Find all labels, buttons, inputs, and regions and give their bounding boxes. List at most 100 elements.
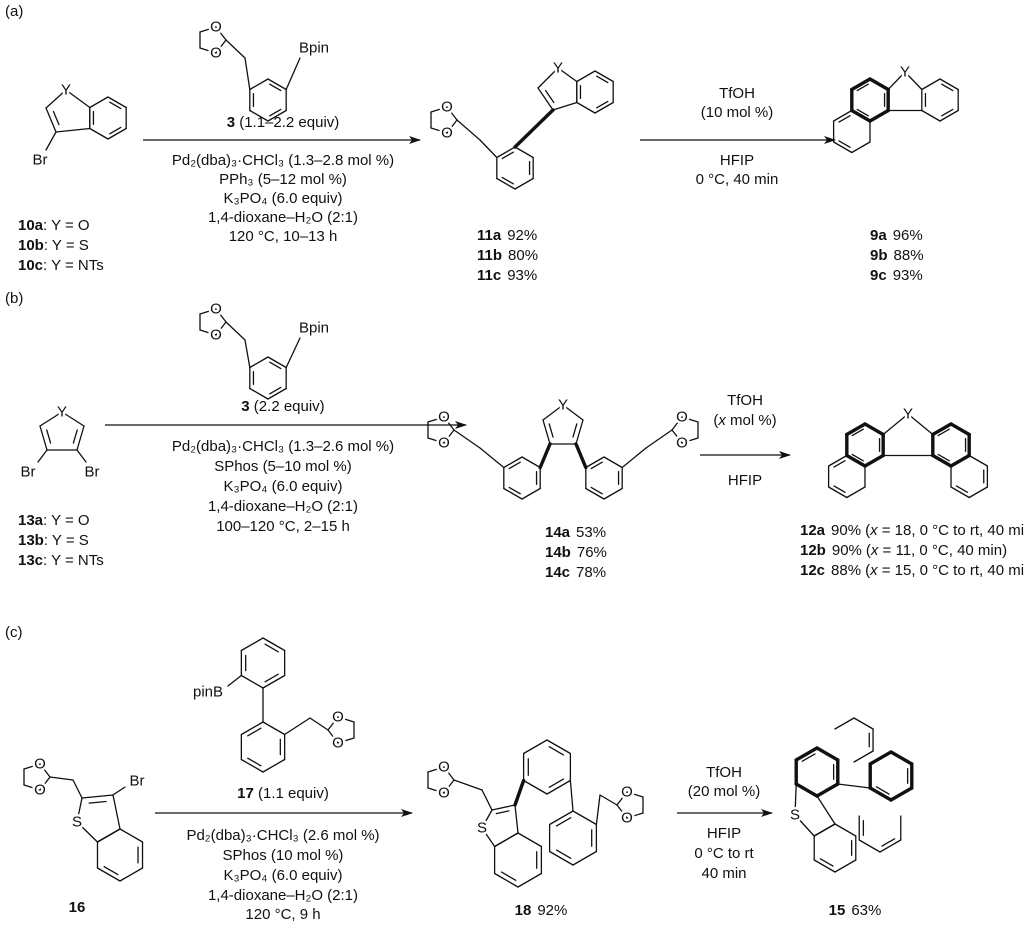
- bond: [868, 77, 890, 92]
- bond: [443, 766, 455, 781]
- bond: [45, 107, 57, 133]
- bond: [508, 486, 521, 495]
- bond: [937, 428, 950, 437]
- oxygen-atom: O: [332, 709, 344, 726]
- compound-label: 16: [69, 899, 86, 916]
- bond: [284, 717, 311, 736]
- bond: [500, 871, 517, 881]
- bond: [446, 106, 458, 121]
- atom-bpin: Bpin: [299, 40, 329, 57]
- bond: [603, 487, 623, 500]
- bond: [681, 437, 699, 444]
- bond: [247, 757, 262, 767]
- bond: [199, 26, 217, 33]
- bond: [585, 487, 605, 500]
- bond: [493, 872, 519, 888]
- bond: [542, 404, 564, 421]
- condition-line: 120 °C, 10–13 h: [229, 228, 338, 245]
- bond: [595, 794, 601, 826]
- bond: [501, 176, 514, 185]
- bond: [794, 746, 819, 762]
- oxygen-atom: O: [438, 785, 450, 802]
- atom-y: Y: [900, 64, 910, 81]
- bond: [555, 849, 572, 859]
- bond: [240, 758, 264, 773]
- bond: [853, 717, 874, 730]
- bond: [555, 817, 572, 827]
- bond: [856, 108, 869, 117]
- bond: [456, 119, 481, 141]
- condition-line: 100–120 °C, 2–15 h: [216, 518, 350, 535]
- oxygen-atom: O: [210, 301, 222, 318]
- bond: [96, 867, 121, 882]
- bond: [868, 108, 890, 123]
- atom-bpin: Bpin: [299, 320, 329, 337]
- oxygen-atom: O: [621, 810, 633, 827]
- step2-reagent: TfOH: [706, 764, 742, 781]
- reagent-label-c: 17 (1.1 equiv): [237, 785, 329, 802]
- bond: [546, 779, 572, 795]
- bond: [837, 783, 871, 789]
- bond: [548, 810, 574, 826]
- bond: [671, 416, 683, 431]
- bond: [109, 101, 122, 110]
- condition-line: SPhos (5–10 mol %): [214, 458, 352, 475]
- bond: [503, 456, 523, 469]
- condition-line: Pd₂(dba)₃·CHCl₃ (1.3–2.6 mol %): [172, 438, 394, 455]
- bond: [39, 425, 48, 451]
- bond: [834, 859, 857, 873]
- bond: [889, 750, 914, 766]
- oxygen-atom: O: [621, 784, 633, 801]
- bond: [832, 109, 853, 122]
- bond: [269, 83, 282, 92]
- bond: [119, 867, 144, 882]
- atom-y: Y: [558, 397, 568, 414]
- bond: [968, 486, 989, 499]
- bond: [795, 783, 818, 797]
- bond: [851, 141, 871, 154]
- condition-line: Pd₂(dba)₃·CHCl₃ (1.3–2.8 mol %): [172, 152, 394, 169]
- bond: [55, 127, 91, 133]
- bond: [39, 776, 51, 791]
- bond: [548, 850, 574, 866]
- bond: [514, 804, 519, 834]
- bond: [508, 461, 521, 470]
- bond: [681, 416, 699, 423]
- step2-solvent: HFIP: [707, 825, 741, 842]
- bond: [671, 429, 683, 444]
- bond: [949, 422, 971, 437]
- bond: [240, 721, 264, 736]
- bond: [427, 787, 445, 794]
- oxygen-atom: O: [441, 125, 453, 142]
- bond: [621, 447, 647, 469]
- step2-time: 40 min: [701, 865, 746, 882]
- oxygen-atom: O: [210, 19, 222, 36]
- bond: [599, 794, 618, 806]
- panel-label-c: (c): [5, 624, 23, 641]
- bond: [858, 839, 881, 853]
- bond: [215, 321, 227, 336]
- bond: [544, 89, 555, 104]
- bond: [548, 423, 554, 438]
- step2-loading: (10 mol %): [701, 104, 774, 121]
- bond: [616, 791, 628, 806]
- bond: [240, 674, 264, 689]
- bond: [562, 404, 584, 421]
- condition-line: K₃PO₄ (6.0 equiv): [224, 867, 343, 884]
- bond: [941, 83, 954, 92]
- bond: [215, 26, 227, 41]
- bond: [538, 442, 552, 470]
- bond: [453, 429, 481, 449]
- bond: [815, 782, 840, 798]
- bond: [846, 454, 866, 467]
- bond: [240, 637, 264, 652]
- atom-s: S: [790, 807, 800, 824]
- atom-y: Y: [903, 406, 913, 423]
- bond: [937, 453, 950, 462]
- bond: [813, 859, 836, 873]
- bond: [249, 387, 269, 400]
